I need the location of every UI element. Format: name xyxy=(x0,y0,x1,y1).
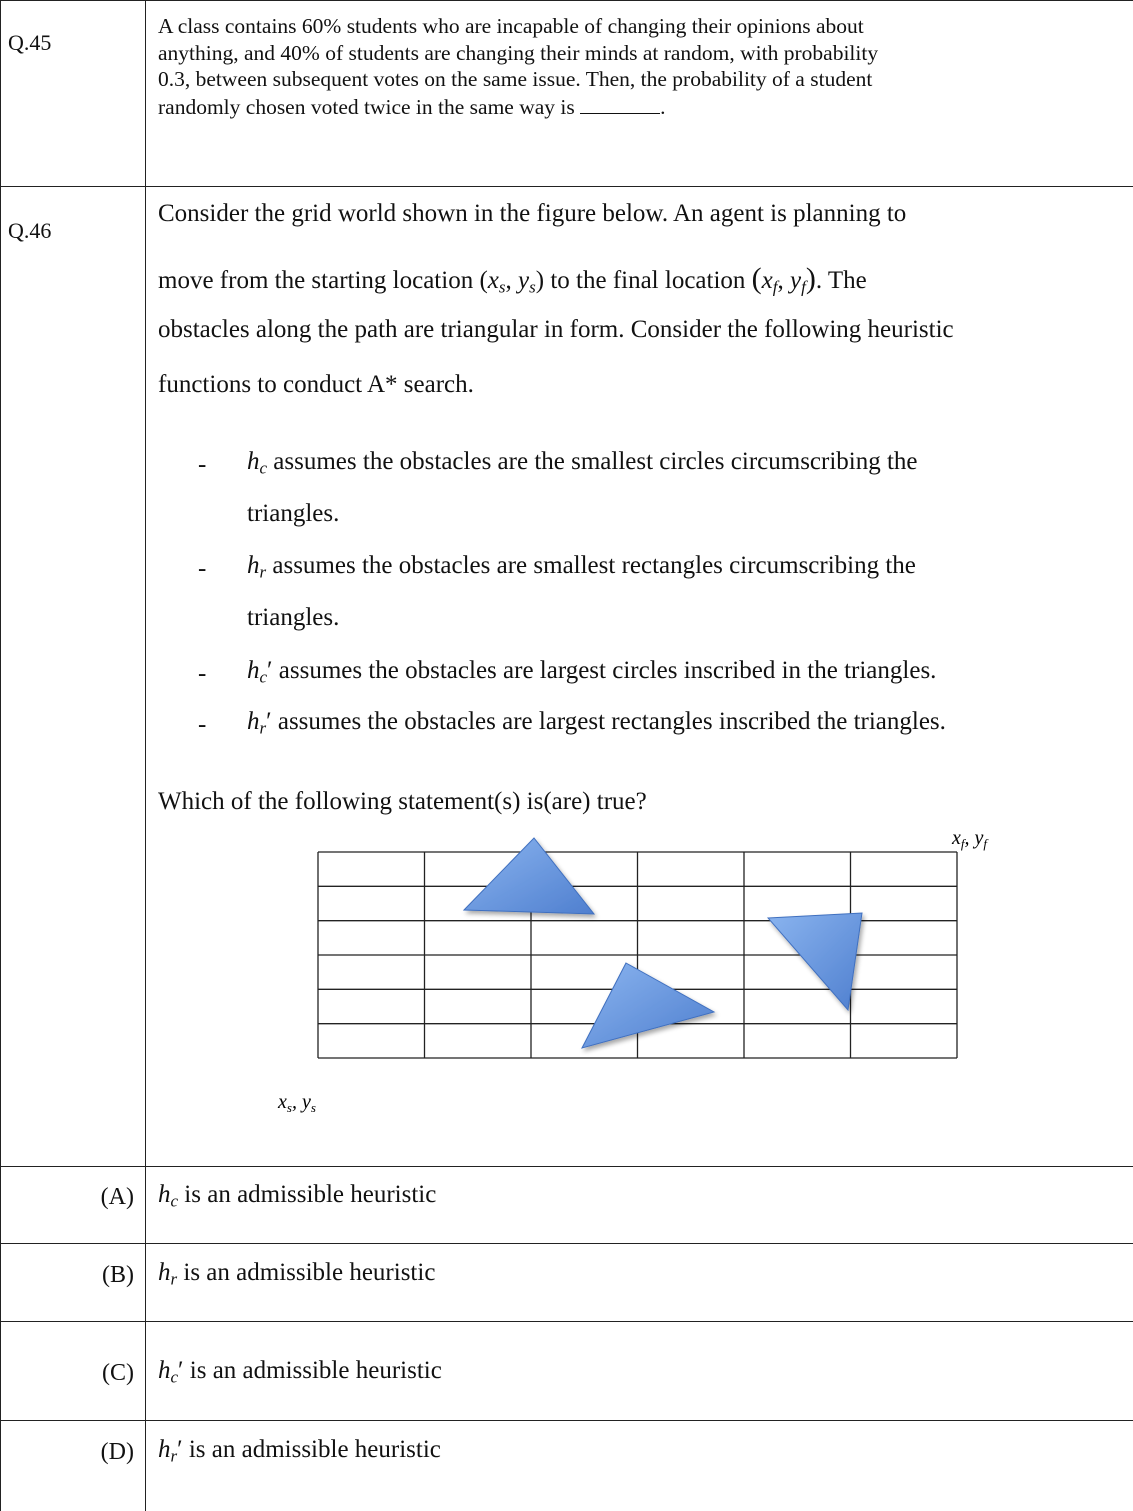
heuristic-subscript: c xyxy=(259,667,268,687)
question-46-line: move from the starting location (xs, ys)… xyxy=(158,262,867,297)
bullet-text: assumes the obstacles are the smallest c… xyxy=(267,448,918,475)
question-45-text: A class contains 60% students who are in… xyxy=(158,13,878,120)
row-divider xyxy=(0,1166,1133,1167)
heuristic-subscript: r xyxy=(259,562,267,582)
option-text: is an admissible heuristic xyxy=(177,1259,436,1286)
heuristic-subscript: c xyxy=(259,458,268,478)
option-label: (B) xyxy=(102,1262,134,1288)
bullet-continuation: triangles. xyxy=(247,500,340,527)
question-46-line: obstacles along the path are triangular … xyxy=(158,316,954,343)
option-text: is an admissible heuristic xyxy=(182,1436,441,1463)
answer-blank xyxy=(580,93,661,114)
question-number: Q.46 xyxy=(8,218,52,243)
option-d[interactable]: hr′ is an admissible heuristic xyxy=(158,1436,441,1464)
option-label: (C) xyxy=(102,1360,134,1386)
grid-world-figure: xf, yf xs, ys xyxy=(277,827,989,1115)
start-location-label: xs, ys xyxy=(277,1091,316,1115)
row-divider xyxy=(0,1420,1133,1421)
bullet-item: hr′ assumes the obstacles are largest re… xyxy=(247,708,946,736)
triangle-obstacle xyxy=(462,837,596,915)
heuristic-symbol: h xyxy=(158,1436,171,1463)
question-prompt: Which of the following statement(s) is(a… xyxy=(158,788,647,815)
heuristic-subscript: r xyxy=(259,718,267,738)
row-divider xyxy=(0,186,1133,187)
row-divider xyxy=(0,1321,1133,1322)
text-segment: . The xyxy=(815,267,867,294)
text-segment: randomly chosen voted twice in the same … xyxy=(158,94,575,119)
bullet-text: assumes the obstacles are smallest recta… xyxy=(266,552,916,579)
heuristic-subscript: r xyxy=(170,1269,178,1289)
text-segment: move from the starting location xyxy=(158,267,474,294)
text-segment: to the final location xyxy=(550,267,746,294)
final-location-label: xf, yf xyxy=(951,827,989,851)
heuristic-symbol: h xyxy=(247,657,260,684)
heuristic-symbol: h xyxy=(247,448,260,475)
bullet-item: hc′ assumes the obstacles are largest ci… xyxy=(247,657,936,685)
option-text: is an admissible heuristic xyxy=(183,1357,442,1384)
heuristic-symbol: h xyxy=(247,552,260,579)
heuristic-subscript: c xyxy=(170,1367,179,1387)
option-label: (D) xyxy=(100,1439,134,1465)
option-c[interactable]: hc′ is an admissible heuristic xyxy=(158,1357,442,1385)
prime-mark: ′ xyxy=(266,708,272,735)
heuristic-symbol: h xyxy=(158,1259,171,1286)
option-text: is an admissible heuristic xyxy=(178,1181,437,1208)
bullet-text: assumes the obstacles are largest circle… xyxy=(272,657,937,684)
text-line: A class contains 60% students who are in… xyxy=(158,14,864,38)
table-border-top xyxy=(0,0,1133,1)
bullet-marker: - xyxy=(198,451,207,478)
prime-mark: ′ xyxy=(177,1436,183,1463)
option-a[interactable]: hc is an admissible heuristic xyxy=(158,1181,436,1209)
bullet-marker: - xyxy=(198,660,207,687)
bullet-item: hr assumes the obstacles are smallest re… xyxy=(247,552,916,580)
heuristic-subscript: c xyxy=(170,1191,179,1211)
question-number: Q.45 xyxy=(8,30,52,55)
question-46-line: Consider the grid world shown in the fig… xyxy=(158,200,907,227)
heuristic-subscript: r xyxy=(170,1446,178,1466)
bullet-marker: - xyxy=(198,711,207,738)
triangle-obstacle xyxy=(766,912,863,1012)
text-line: 0.3, between subsequent votes on the sam… xyxy=(158,67,873,91)
heuristic-symbol: h xyxy=(158,1357,171,1384)
option-b[interactable]: hr is an admissible heuristic xyxy=(158,1259,435,1287)
table-border-left xyxy=(0,0,1,1511)
text-line: anything, and 40% of students are changi… xyxy=(158,40,879,65)
bullet-text: assumes the obstacles are largest rectan… xyxy=(271,708,946,735)
heuristic-symbol: h xyxy=(158,1181,171,1208)
column-divider xyxy=(145,0,146,1511)
bullet-marker: - xyxy=(198,555,207,582)
heuristic-symbol: h xyxy=(247,708,260,735)
triangle-obstacle xyxy=(581,962,716,1049)
prime-mark: ′ xyxy=(178,1357,184,1384)
text-line: randomly chosen voted twice in the same … xyxy=(158,93,878,121)
text-segment: . xyxy=(660,94,666,119)
row-divider xyxy=(0,1243,1133,1244)
bullet-item: hc assumes the obstacles are the smalles… xyxy=(247,448,918,476)
prime-mark: ′ xyxy=(267,657,273,684)
question-46-line: functions to conduct A* search. xyxy=(158,371,474,398)
bullet-continuation: triangles. xyxy=(247,604,340,631)
option-label: (A) xyxy=(100,1184,134,1210)
